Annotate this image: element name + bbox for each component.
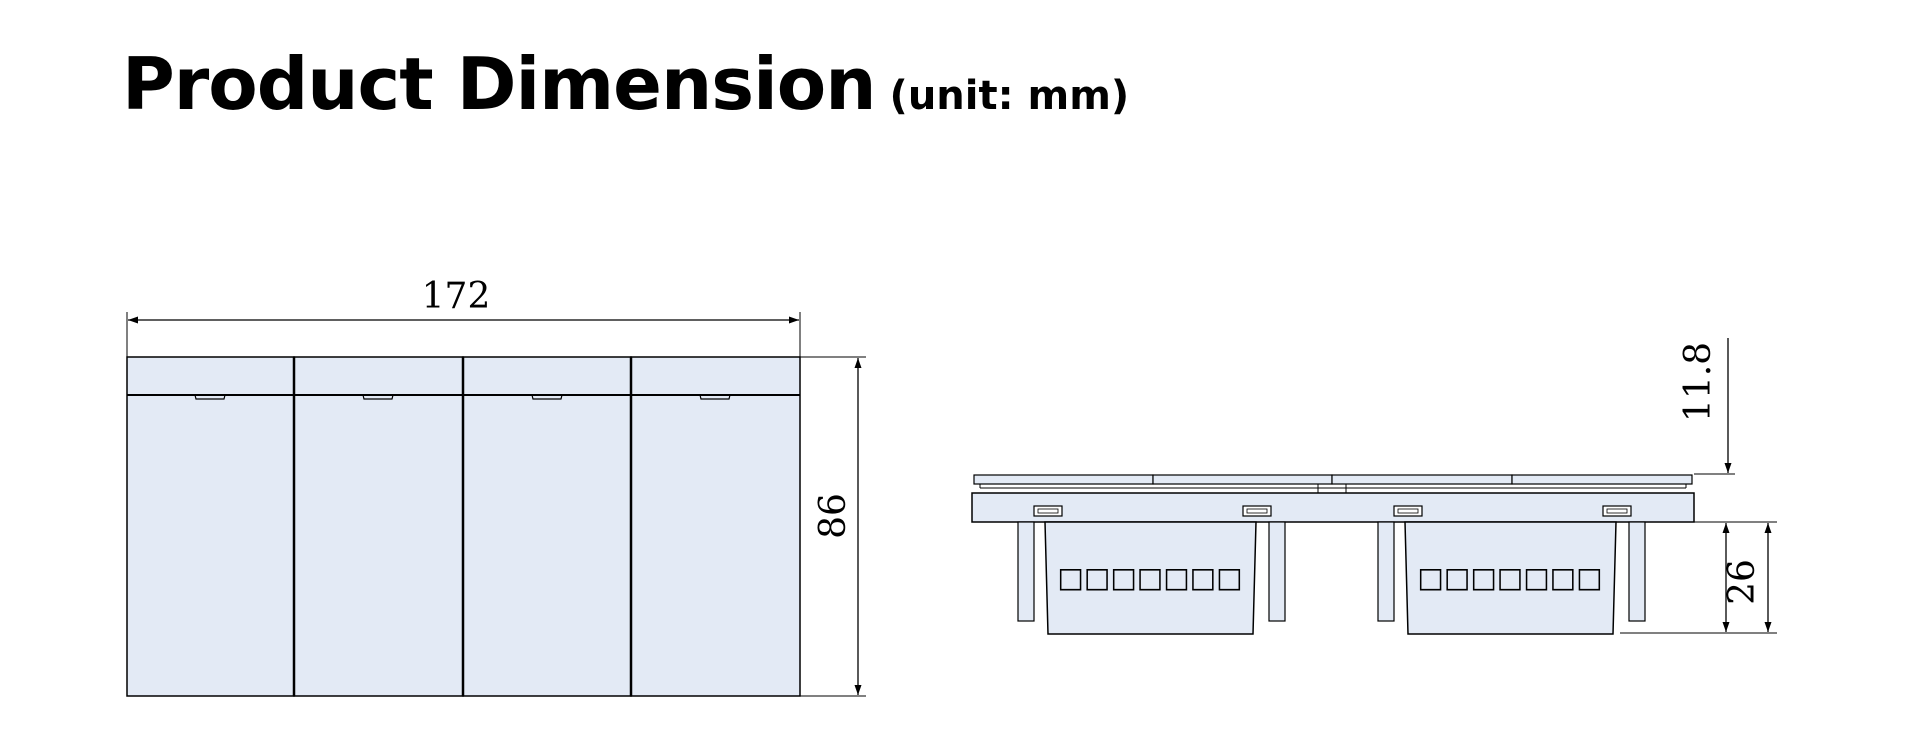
page-title: Product Dimension(unit: mm) — [122, 48, 1129, 120]
module-box-right: □□□□□□□ — [1404, 521, 1617, 635]
side-view: □□□□□□□ □□□□□□□ — [971, 474, 1695, 635]
front-panel-2 — [293, 356, 464, 697]
frame-bar — [971, 492, 1695, 523]
module-box-left: □□□□□□□ — [1044, 521, 1257, 635]
title-unit: (unit: mm) — [889, 73, 1130, 119]
front-panel-1 — [126, 356, 295, 697]
depth-dimension: 26 — [1620, 521, 1777, 634]
width-dimension: 172 — [126, 276, 801, 357]
title-main: Product Dimension — [122, 42, 877, 126]
connector-label-right: □□□□□□□ — [1417, 561, 1602, 594]
connector-label-left: □□□□□□□ — [1057, 561, 1242, 594]
width-label: 172 — [422, 276, 491, 317]
mounting-legs — [1017, 521, 1646, 622]
glass-plates — [973, 474, 1693, 493]
height-label: 86 — [813, 493, 854, 539]
thickness-label: 11.8 — [1678, 342, 1719, 422]
front-view — [126, 356, 801, 697]
frame-slots — [1033, 505, 1632, 517]
front-panel-3 — [462, 356, 632, 697]
front-panel-4 — [630, 356, 801, 697]
thickness-dimension: 11.8 — [1678, 338, 1735, 475]
depth-label: 26 — [1722, 559, 1763, 605]
height-dimension: 86 — [800, 356, 866, 697]
